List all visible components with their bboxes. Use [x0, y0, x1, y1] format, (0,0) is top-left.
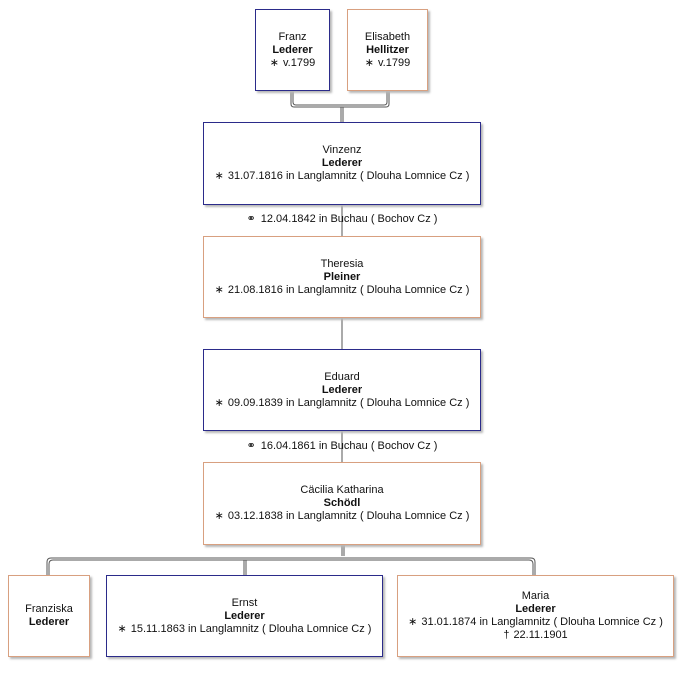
- given-name: Cäcilia Katharina: [300, 484, 384, 496]
- person-box-franziska[interactable]: Franziska Lederer: [8, 575, 90, 657]
- given-name: Franziska: [25, 603, 73, 615]
- birth-line: ∗ v.1799: [256, 57, 329, 70]
- given-name: Eduard: [324, 370, 360, 383]
- birth-symbol: ∗: [214, 283, 224, 296]
- birth-info: 21.08.1816 in Langlamnitz ( Dlouha Lomni…: [227, 283, 470, 296]
- birth-symbol: ∗: [364, 56, 374, 69]
- person-box-maria[interactable]: Maria Lederer ∗31.01.1874 in Langlamnitz…: [397, 575, 674, 657]
- surname: Lederer: [224, 609, 265, 622]
- birth-symbol: ∗: [269, 56, 279, 69]
- birth-info: 09.09.1839 in Langlamnitz ( Dlouha Lomni…: [227, 396, 470, 409]
- birth-line: ∗21.08.1816 in Langlamnitz ( Dlouha Lomn…: [204, 284, 480, 297]
- person-box-theresia[interactable]: Theresia Pleiner ∗21.08.1816 in Langlamn…: [203, 236, 481, 318]
- marriage-vinzenz-theresia: ⚭ 12.04.1842 in Buchau ( Bochov Cz ): [203, 212, 481, 225]
- person-box-franz[interactable]: Franz Lederer ∗ v.1799: [255, 9, 330, 91]
- given-name: Theresia: [320, 257, 364, 270]
- death-date: 22.11.1901: [513, 629, 568, 641]
- person-box-elisabeth[interactable]: Elisabeth Hellitzer ∗ v.1799: [347, 9, 428, 91]
- birth-date: v.1799: [283, 56, 316, 69]
- person-box-ernst[interactable]: Ernst Lederer ∗15.11.1863 in Langlamnitz…: [106, 575, 383, 657]
- surname: Schödl: [323, 497, 361, 509]
- surname: Lederer: [321, 157, 363, 169]
- birth-symbol: ∗: [408, 616, 418, 628]
- surname: Pleiner: [323, 270, 361, 283]
- birth-symbol: ∗: [117, 622, 127, 635]
- marriage-rings-icon: ⚭: [246, 213, 256, 225]
- surname: Lederer: [515, 603, 556, 615]
- marriage-eduard-caecilia: ⚭ 16.04.1861 in Buchau ( Bochov Cz ): [203, 439, 481, 452]
- birth-line: ∗09.09.1839 in Langlamnitz ( Dlouha Lomn…: [204, 397, 480, 410]
- given-name: Maria: [521, 590, 550, 602]
- given-name: Vinzenz: [322, 144, 362, 156]
- birth-symbol: ∗: [214, 396, 224, 409]
- surname: Lederer: [321, 383, 363, 396]
- given-name: Franz: [278, 30, 307, 43]
- birth-info: 31.07.1816 in Langlamnitz ( Dlouha Lomni…: [227, 170, 470, 182]
- birth-line: ∗03.12.1838 in Langlamnitz ( Dlouha Lomn…: [204, 510, 480, 523]
- marriage-info: 12.04.1842 in Buchau ( Bochov Cz ): [260, 213, 438, 225]
- birth-date: v.1799: [378, 56, 411, 69]
- person-box-caecilia[interactable]: Cäcilia Katharina Schödl ∗03.12.1838 in …: [203, 462, 481, 545]
- birth-line: ∗15.11.1863 in Langlamnitz ( Dlouha Lomn…: [107, 623, 382, 636]
- surname: Lederer: [28, 616, 70, 628]
- birth-line: ∗31.07.1816 in Langlamnitz ( Dlouha Lomn…: [204, 170, 480, 183]
- birth-symbol: ∗: [214, 170, 224, 182]
- birth-line: ∗31.01.1874 in Langlamnitz ( Dlouha Lomn…: [398, 616, 673, 629]
- given-name: Elisabeth: [364, 30, 411, 43]
- birth-info: 03.12.1838 in Langlamnitz ( Dlouha Lomni…: [227, 510, 470, 522]
- birth-line: ∗ v.1799: [348, 57, 427, 70]
- person-box-eduard[interactable]: Eduard Lederer ∗09.09.1839 in Langlamnit…: [203, 349, 481, 431]
- marriage-rings-icon: ⚭: [246, 440, 256, 452]
- surname: Hellitzer: [366, 43, 409, 56]
- birth-symbol: ∗: [214, 510, 224, 522]
- death-line: †22.11.1901: [398, 629, 673, 642]
- birth-info: 15.11.1863 in Langlamnitz ( Dlouha Lomni…: [130, 622, 372, 635]
- given-name: Ernst: [231, 596, 258, 609]
- person-box-vinzenz[interactable]: Vinzenz Lederer ∗31.07.1816 in Langlamni…: [203, 122, 481, 205]
- death-symbol: †: [503, 629, 510, 641]
- surname: Lederer: [272, 43, 313, 56]
- birth-info: 31.01.1874 in Langlamnitz ( Dlouha Lomni…: [421, 616, 663, 628]
- marriage-info: 16.04.1861 in Buchau ( Bochov Cz ): [260, 440, 438, 452]
